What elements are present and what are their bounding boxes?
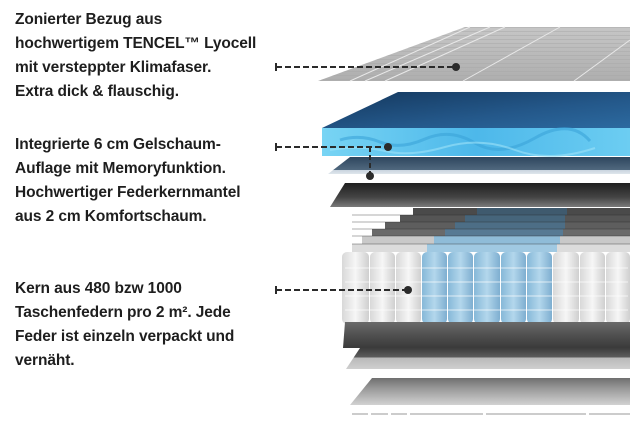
spring-core	[342, 208, 630, 324]
callout-line: Kern aus 480 bzw 1000	[15, 280, 182, 297]
spring-rows-front	[342, 252, 630, 324]
callout-line: Taschenfedern pro 2 m². Jede	[15, 304, 231, 321]
callout-cover-text: Zonierter Bezug aus hochwertigem TENCEL™…	[15, 8, 256, 104]
leader-cover	[275, 63, 460, 71]
base-foam-sheet	[346, 348, 630, 369]
callout-line: vernäht.	[15, 352, 75, 369]
callout-line: Integrierte 6 cm Gelschaum-	[15, 136, 221, 153]
callout-line: Auflage mit Memoryfunktion.	[15, 160, 226, 177]
callout-line: Feder ist einzeln verpackt und	[15, 328, 235, 345]
bottom-layer	[350, 378, 630, 405]
leader-pocket-springs	[275, 286, 412, 294]
callout-line: hochwertigem TENCEL™ Lyocell	[15, 35, 257, 52]
callout-pocket-springs-text: Kern aus 480 bzw 1000 Taschenfedern pro …	[15, 277, 234, 373]
callout-line: Zonierter Bezug aus	[15, 11, 163, 28]
comfort-foam-sheet	[328, 157, 630, 174]
callout-line: aus 2 cm Komfortschaum.	[15, 208, 207, 225]
felt-layer-bottom	[343, 322, 630, 348]
callout-gel-foam-text: Integrierte 6 cm Gelschaum- Auflage mit …	[15, 133, 241, 229]
gel-foam-layer	[322, 92, 630, 157]
spring-rows-back	[352, 208, 630, 252]
cover-layer	[318, 26, 630, 82]
felt-layer-top	[330, 183, 630, 207]
callout-line: Hochwertiger Federkernmantel	[15, 184, 241, 201]
callout-line: mit versteppter Klimafaser.	[15, 59, 212, 76]
callout-line: Extra dick & flauschig.	[15, 83, 179, 100]
leader-gel-foam	[275, 143, 392, 180]
